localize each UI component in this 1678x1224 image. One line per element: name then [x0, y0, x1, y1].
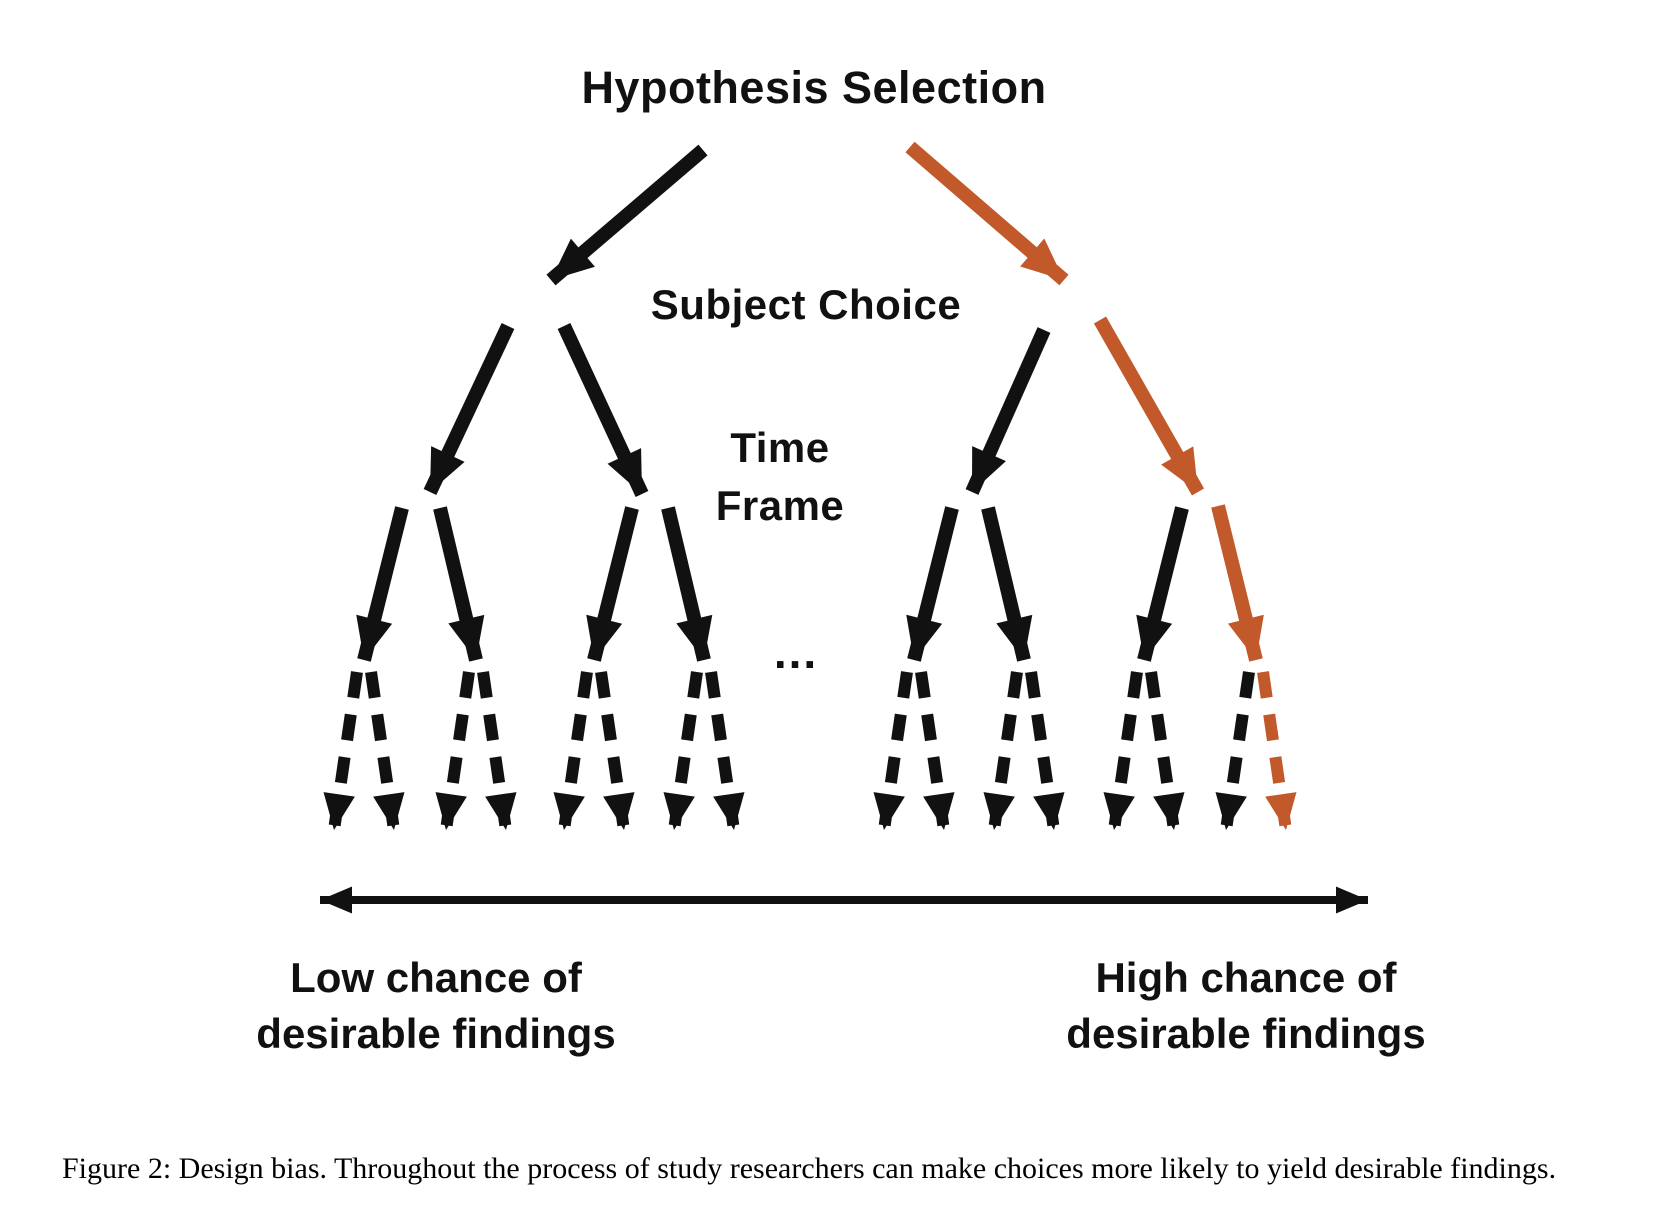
arrow-dashed-7-left	[1103, 671, 1143, 831]
arrow-timeframe-6	[981, 506, 1033, 662]
outcome-high-line-1: High chance of	[1095, 954, 1397, 1001]
arrow-subject-left-left	[423, 323, 515, 495]
arrow-dashed-3-left	[553, 671, 593, 831]
arrow-hypothesis-to-left	[546, 144, 708, 286]
arrow-subject-right-right-highlighted	[1093, 316, 1205, 496]
figure-caption-text: Design bias. Throughout the process of s…	[178, 1152, 1557, 1185]
node-label-frame: Frame	[715, 482, 845, 529]
arrow-dashed-1-left	[323, 671, 363, 831]
arrow-dashed-5-right	[915, 671, 955, 831]
continuation-ellipsis: ...	[773, 626, 819, 678]
arrow-dashed-2-left	[435, 671, 475, 831]
arrow-dashed-6-right	[1025, 671, 1065, 831]
arrow-dashed-2-right	[477, 671, 517, 831]
arrow-dashed-1-right	[365, 671, 405, 831]
outcome-low-line-2: desirable findings	[256, 1010, 616, 1057]
arrow-dashed-8-right-highlighted	[1257, 671, 1297, 831]
outcome-high-line-2: desirable findings	[1066, 1010, 1426, 1057]
arrow-dashed-4-left	[663, 671, 703, 831]
figure-caption-label: Figure 2:	[62, 1152, 172, 1185]
node-label-hypothesis-selection: Hypothesis Selection	[581, 62, 1047, 113]
arrow-hypothesis-to-right-highlighted	[905, 141, 1069, 286]
arrow-dashed-8-left	[1215, 671, 1255, 831]
outcome-label-high-chance: High chance of desirable findings	[1066, 950, 1425, 1062]
arrow-subject-left-right	[557, 323, 649, 497]
outcome-low-line-1: Low chance of	[290, 954, 582, 1001]
arrow-dashed-5-left	[873, 671, 913, 831]
arrow-dashed-4-right	[705, 671, 745, 831]
outcome-label-low-chance: Low chance of desirable findings	[256, 950, 615, 1062]
arrow-timeframe-7	[1136, 506, 1189, 662]
node-label-time: Time	[730, 424, 830, 471]
figure-caption: Figure 2: Design bias. Throughout the pr…	[62, 1148, 1628, 1191]
node-label-subject-choice: Subject Choice	[650, 281, 962, 328]
arrow-timeframe-1	[356, 506, 409, 662]
arrow-dashed-7-right	[1145, 671, 1185, 831]
arrow-dashed-6-left	[983, 671, 1023, 831]
arrow-subject-right-left	[965, 327, 1051, 495]
arrow-timeframe-3	[586, 506, 639, 662]
arrow-timeframe-4	[661, 506, 713, 662]
arrow-timeframe-5	[906, 506, 959, 662]
arrow-timeframe-2	[433, 506, 485, 662]
arrow-dashed-3-right	[595, 671, 635, 831]
arrow-timeframe-8-highlighted	[1211, 504, 1264, 662]
